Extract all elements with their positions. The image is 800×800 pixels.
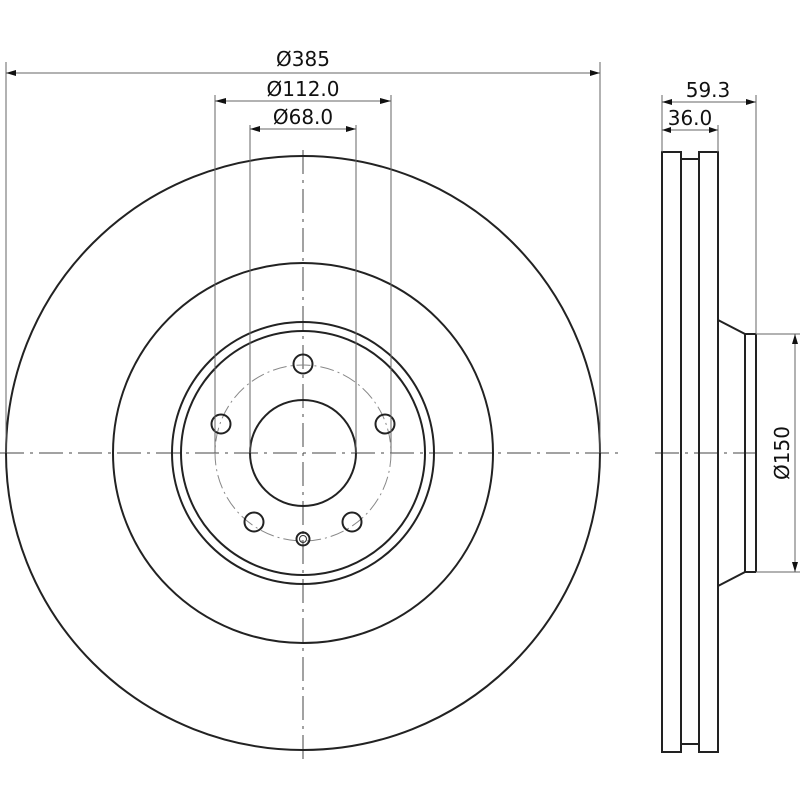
dimension-label-disc-thickness: 36.0 — [668, 106, 713, 130]
bolt-hole — [243, 511, 265, 533]
dimension-label-total-height: 59.3 — [686, 78, 731, 102]
arrowhead — [6, 70, 16, 76]
bolt-hole — [292, 353, 314, 375]
arrowhead — [746, 99, 756, 105]
bolt-hole — [210, 413, 232, 435]
locating-pin-hole — [295, 531, 311, 547]
hat-outline — [717, 319, 746, 587]
bolt-hole — [374, 413, 396, 435]
friction-ring-inner-edge — [112, 262, 494, 644]
arrowhead — [662, 127, 671, 133]
dimension-label-bolt-circle: Ø112.0 — [267, 77, 340, 101]
locating-pin-inner — [299, 535, 307, 543]
bolt-hole — [341, 511, 363, 533]
side-view: 59.3 36.0 Ø150 — [655, 78, 800, 753]
dimension-label-hat-diameter: Ø150 — [770, 426, 794, 480]
dimension-label-outer-diameter: Ø385 — [276, 47, 330, 71]
front-view: Ø385 Ø112.0 Ø68.0 — [0, 47, 620, 760]
arrowhead — [590, 70, 600, 76]
arrowhead — [662, 99, 672, 105]
hub-inner-edge — [180, 330, 426, 576]
arrowhead — [250, 126, 260, 132]
arrowhead — [380, 98, 391, 104]
arrowhead — [792, 562, 798, 572]
friction-plate-right — [698, 151, 719, 753]
arrowhead — [346, 126, 356, 132]
hub-outer-edge — [171, 321, 435, 585]
friction-plate-left — [661, 151, 682, 753]
dimension-label-center-bore: Ø68.0 — [273, 105, 333, 129]
arrowhead — [215, 98, 226, 104]
arrowhead — [792, 334, 798, 344]
arrowhead — [709, 127, 718, 133]
